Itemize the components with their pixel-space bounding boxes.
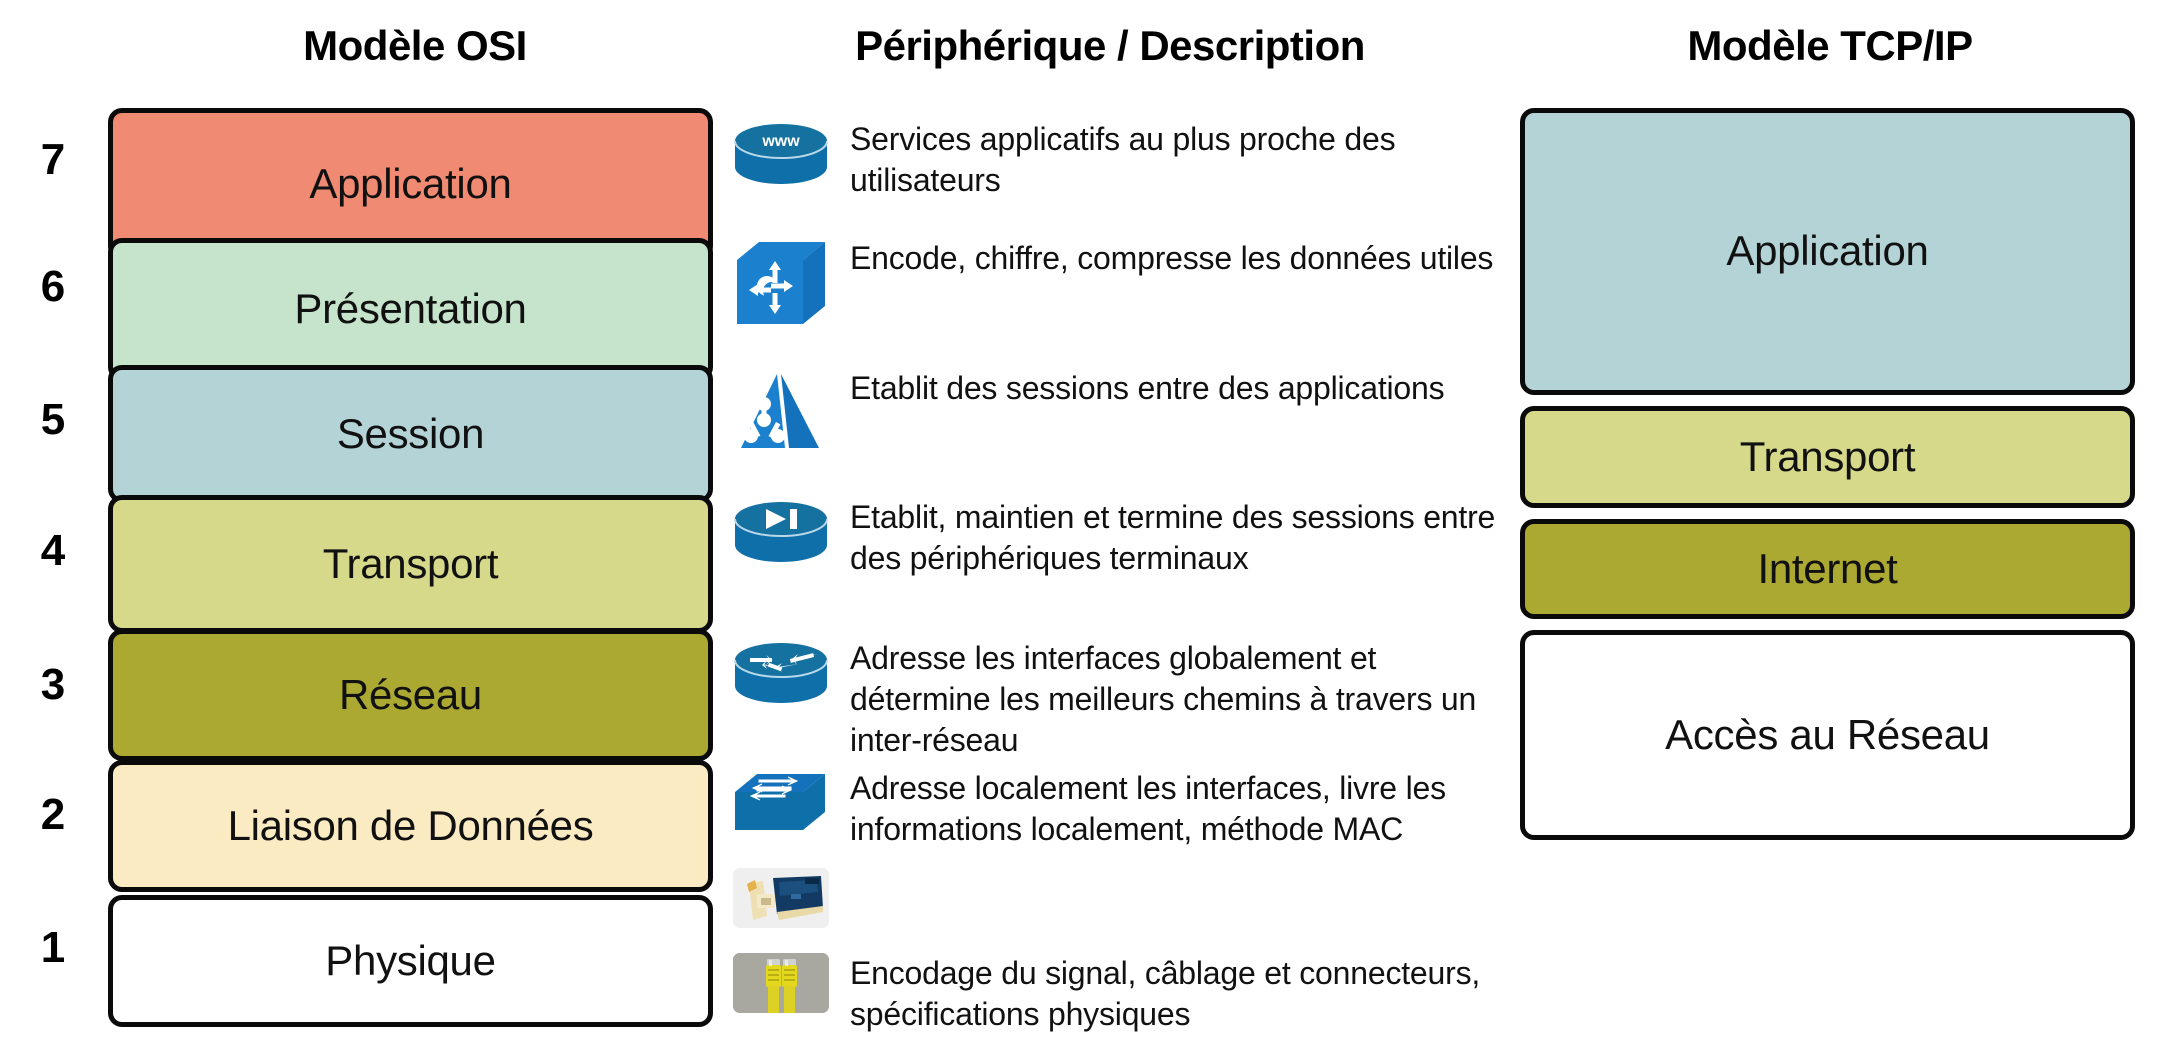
osi-layer-label-transport: Transport [322,539,499,587]
device-description-session: Etablit des sessions entre des applicati… [850,369,1445,406]
tcpip-layer-label-application: Application [1726,227,1929,275]
device-row-session: Etablit des sessions entre des applicati… [720,368,1500,454]
session-wedge-icon [720,368,842,454]
switch-icon [720,768,842,838]
osi-layer-number-4: 4 [40,526,66,576]
device-description-application: Services applicatifs au plus proche des … [850,120,1396,198]
device-row-presentation: Encode, chiffre, compresse les données u… [720,238,1500,330]
tcpip-layer-label-transport: Transport [1739,433,1916,481]
device-description-network: Adresse les interfaces globalement et dé… [850,640,1477,759]
device-row-network: Adresse les interfaces globalement et dé… [720,638,1500,761]
osi-model-column: 7 Application 6 Présentation 5 Session 4… [0,0,720,1050]
tcpip-layer-box-internet[interactable]: Internet [1520,519,2135,619]
column-header-tcpip: Modèle TCP/IP [1687,22,1973,69]
osi-layer-number-3: 3 [40,660,66,710]
osi-layer-box-presentation[interactable]: Présentation [108,237,713,382]
tcpip-layer-box-network-access[interactable]: Accès au Réseau [1520,630,2135,840]
osi-layer-label-presentation: Présentation [294,285,527,333]
osi-layer-number-5: 5 [40,394,66,444]
osi-layer-box-network[interactable]: Réseau [108,628,713,762]
osi-layer-number-6: 6 [40,262,66,312]
network-interface-card-photo [720,867,842,928]
tcpip-layer-label-internet: Internet [1757,545,1898,593]
router-icon [720,638,842,712]
osi-layer-label-physical: Physique [325,936,496,984]
osi-layer-label-application: Application [309,159,512,207]
device-row-nic [720,867,1500,928]
tcpip-model-column: Application Transport Internet Accès au … [1500,0,2159,1050]
device-description-column: www Services applicatifs au plus proche … [720,0,1500,1050]
osi-layer-label-session: Session [336,409,485,457]
osi-layer-box-data-link[interactable]: Liaison de Données [108,759,713,893]
osi-layer-number-1: 1 [40,922,66,972]
ethernet-cable-photo [720,953,842,1014]
osi-layer-label-network: Réseau [339,670,482,718]
tcpip-layer-box-application[interactable]: Application [1520,107,2135,396]
firewall-cylinder-icon [720,497,842,571]
osi-layer-number-7: 7 [40,135,66,185]
column-header-device: Périphérique / Description [855,22,1365,69]
device-row-transport: Etablit, maintien et termine des session… [720,497,1500,579]
device-row-application: www Services applicatifs au plus proche … [720,119,1500,201]
osi-layer-box-session[interactable]: Session [108,364,713,503]
device-description-data-link: Adresse localement les interfaces, livre… [850,770,1446,848]
device-description-presentation: Encode, chiffre, compresse les données u… [850,239,1494,276]
tcpip-layer-box-transport[interactable]: Transport [1520,406,2135,509]
device-description-transport: Etablit, maintien et termine des session… [850,499,1496,577]
device-row-data-link: Adresse localement les interfaces, livre… [720,768,1500,850]
osi-layer-box-transport[interactable]: Transport [108,494,713,633]
column-header-osi: Modèle OSI [303,22,527,69]
multilayer-switch-cube-icon [720,238,842,330]
osi-layer-box-physical[interactable]: Physique [108,895,713,1027]
osi-layer-number-2: 2 [40,790,66,840]
device-row-physical: Encodage du signal, câblage et connecteu… [720,953,1500,1035]
osi-layer-box-application[interactable]: Application [108,107,713,260]
device-description-physical: Encodage du signal, câblage et connecteu… [850,955,1481,1033]
www-server-icon: www [720,119,842,193]
osi-layer-label-data-link: Liaison de Données [227,802,594,850]
www-server-icon-label: www [761,133,800,150]
tcpip-layer-label-network-access: Accès au Réseau [1665,711,1990,758]
